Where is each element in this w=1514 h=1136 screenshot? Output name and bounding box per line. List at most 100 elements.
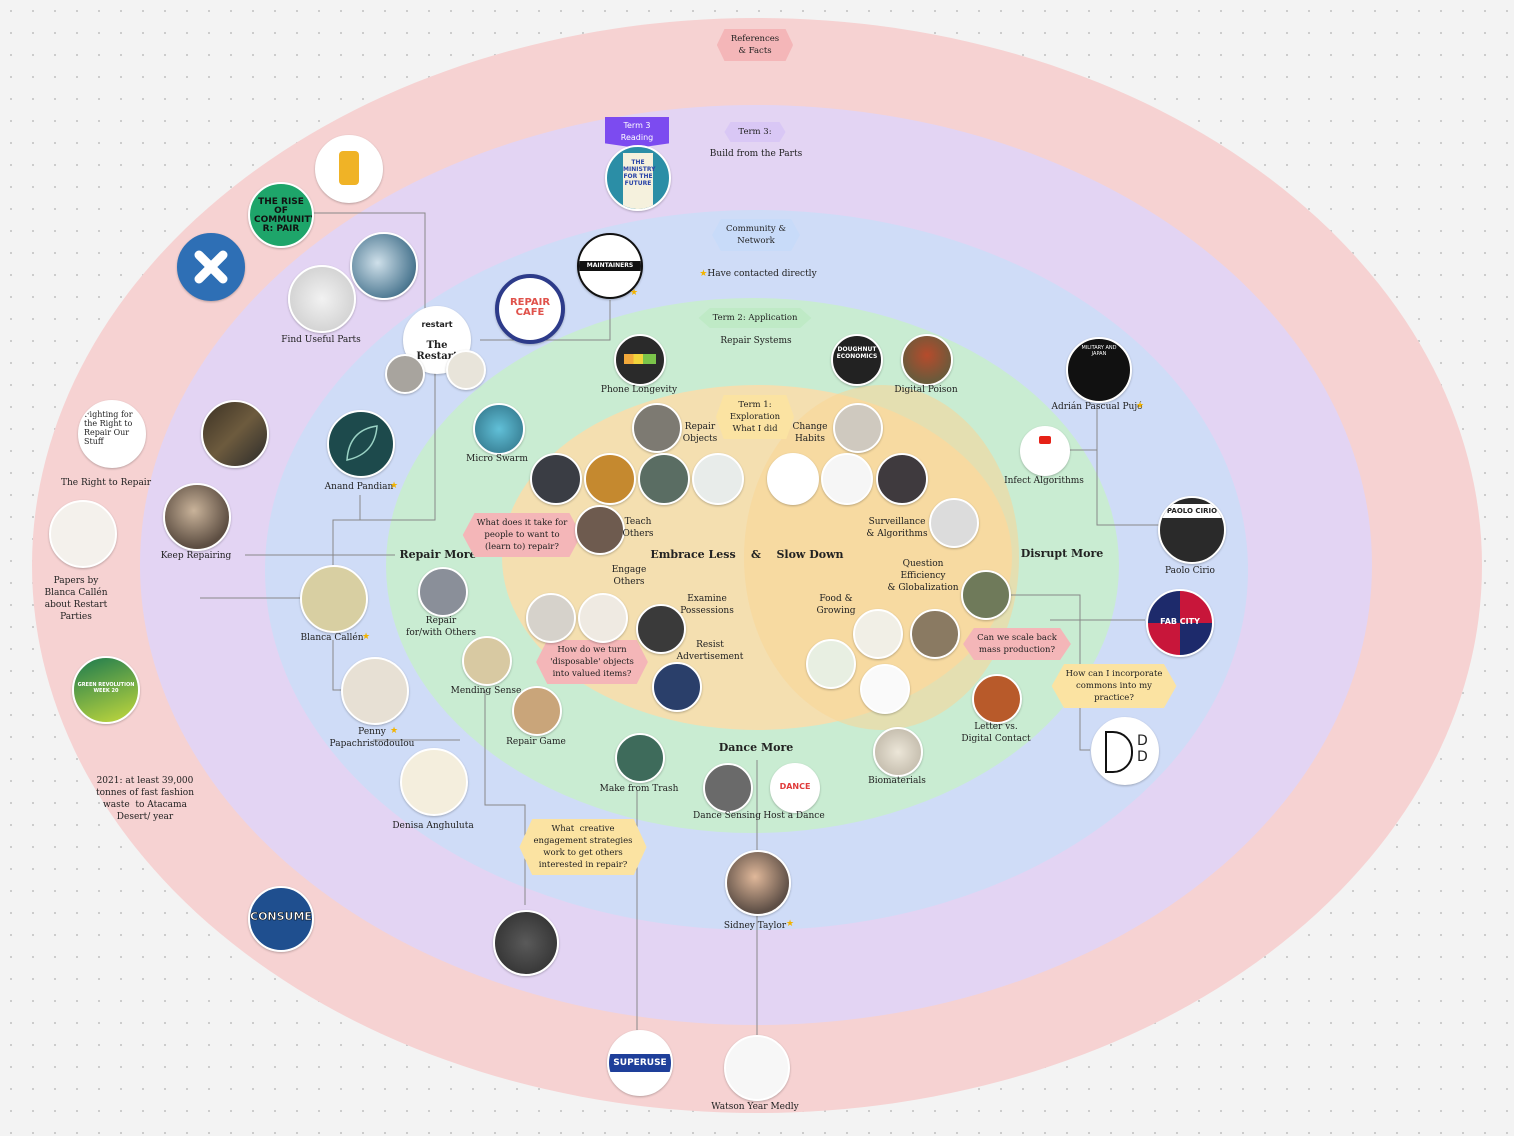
green-rev-text: GREEN REVOLUTION WEEK 20 [77, 682, 135, 694]
label-repair-objects: Repair Objects [682, 422, 718, 444]
term3-reading-badge[interactable]: Term 3 Reading [605, 117, 669, 148]
heading-embrace-less: Embrace Less [650, 548, 736, 561]
mending-sense-photo[interactable] [462, 636, 512, 686]
ministry-book-cover: THE MINISTRY FOR THE FUTURE [623, 153, 656, 209]
sketch-photo[interactable] [578, 593, 628, 643]
heading-dance-more: Dance More [718, 741, 794, 754]
denisa-poster[interactable] [400, 748, 468, 816]
question-disposable-objects: How do we turn 'disposable' objects into… [536, 640, 648, 684]
efficiency-photo[interactable] [961, 570, 1011, 620]
chat-screenshot[interactable] [860, 664, 910, 714]
penny-photo[interactable] [341, 657, 409, 725]
term3-subtitle: Build from the Parts [709, 149, 803, 159]
adrian-screenshot[interactable]: MILITARY AND JAPAN [1066, 337, 1132, 403]
workshop-photo[interactable] [526, 593, 576, 643]
repair-with-others-photo[interactable] [418, 567, 468, 617]
fab-city-text: FAB CITY [1160, 617, 1200, 626]
restart-text: restart [421, 320, 453, 329]
host-a-dance-poster[interactable]: DANCE [770, 763, 820, 813]
references-facts-tag: References & Facts [716, 29, 794, 61]
led-lights-photo[interactable] [493, 910, 559, 976]
anand-pandian-leaf[interactable] [327, 410, 395, 478]
micro-swarm-photo[interactable] [473, 403, 525, 455]
label-dance-sensing: Dance Sensing [693, 811, 761, 821]
doughnut-text: DOUGHNUT ECONOMICS [836, 346, 878, 360]
garden-map[interactable] [806, 639, 856, 689]
scraps-photo[interactable] [636, 604, 686, 654]
label-make-from-trash: Make from Trash [599, 784, 679, 794]
question-learn-to-repair: What does it take for people to want to … [462, 513, 582, 557]
blanca-callen-photo[interactable] [300, 565, 368, 633]
paolo-cirio-photo[interactable]: PAOLO CIRIO [1158, 496, 1226, 564]
restart-photo-a[interactable] [385, 354, 425, 394]
papers-thumbnail[interactable] [49, 500, 117, 568]
green-revolution-week-poster[interactable]: GREEN REVOLUTION WEEK 20 [72, 656, 140, 724]
question-engagement: What creative engagement strategies work… [519, 819, 647, 875]
clothing-photo[interactable] [530, 453, 582, 505]
building-structures-book[interactable] [853, 609, 903, 659]
label-letter-vs-digital: Letter vs. Digital Contact [961, 722, 1031, 744]
label-digital-poison: Digital Poison [894, 385, 958, 395]
d-letter-icon [1105, 731, 1133, 773]
consumed-book[interactable]: CONSUMED [248, 886, 314, 952]
circuit-photo[interactable] [584, 453, 636, 505]
advert-photo[interactable] [652, 662, 702, 712]
contacted-text: Have contacted directly [707, 269, 817, 279]
change-habits-photo[interactable] [833, 403, 883, 453]
term2-subtitle: Repair Systems [720, 336, 792, 346]
letter-photo[interactable] [972, 674, 1022, 724]
rise-of-community-repair-book[interactable]: THE RISE OF COMMUNITY R: PAIR [248, 182, 314, 248]
repair-objects-photo[interactable] [632, 403, 682, 453]
superuse-text: SUPERUSE [609, 1054, 671, 1072]
robot-thumbnail[interactable] [315, 135, 383, 203]
label-right-to-repair: The Right to Repair [61, 478, 151, 488]
ministry-for-the-future-book[interactable]: THE MINISTRY FOR THE FUTURE [605, 145, 671, 211]
biomaterials-photo[interactable] [873, 727, 923, 777]
surveillance-doc[interactable] [929, 498, 979, 548]
woven-textile-photo[interactable] [201, 400, 269, 468]
heading-slow-down: Slow Down [776, 548, 844, 561]
right-to-repair-article[interactable]: Fighting for the Right to Repair Our Stu… [78, 400, 146, 468]
label-paolo-cirio: Paolo Cirio [1165, 566, 1215, 576]
book-title: THE RISE OF COMMUNITY R: PAIR [254, 197, 314, 234]
close-icon[interactable] [177, 233, 245, 301]
habits-doc-b[interactable] [821, 453, 873, 505]
term3-tag: Term 3: [724, 122, 786, 142]
label-penny: Penny Papachristodoulou [329, 727, 415, 749]
sidney-taylor-photo[interactable] [725, 850, 791, 916]
phone-case-photo[interactable] [876, 453, 928, 505]
planter-photo[interactable] [910, 609, 960, 659]
watson-year-medly-doc[interactable] [724, 1035, 790, 1101]
infect-algorithms-screenshot[interactable] [1020, 426, 1070, 476]
label-change-habits: Change Habits [792, 422, 828, 444]
teach-others-photo[interactable] [575, 505, 625, 555]
label-biomaterials: Biomaterials [868, 776, 926, 786]
phone-longevity-chart[interactable] [614, 334, 666, 386]
label-infect-algorithms: Infect Algorithms [1004, 476, 1084, 486]
keep-repairing-photo[interactable] [163, 483, 231, 551]
consumed-text: CONSUMED [250, 910, 314, 924]
robot-icon [339, 151, 359, 185]
superuse-logo[interactable]: SUPERUSE [607, 1030, 673, 1096]
plastic-bag-photo[interactable] [350, 232, 418, 300]
maintainers-logo[interactable]: MAINTAINERS [577, 233, 643, 299]
repair-cafe-logo[interactable]: REPAIR CAFE [495, 274, 565, 344]
label-teach-others: Teach Others [622, 517, 654, 539]
doughnut-economics-book[interactable]: DOUGHNUT ECONOMICS [831, 334, 883, 386]
fab-city-logo[interactable]: FAB CITY [1146, 589, 1214, 657]
restart-photo-b[interactable] [446, 350, 486, 390]
digital-poison-photo[interactable] [901, 334, 953, 386]
useful-parts-photo[interactable] [288, 265, 356, 333]
paolo-cirio-text: PAOLO CIRIO [1160, 504, 1224, 518]
make-from-trash-photo[interactable] [615, 733, 665, 783]
label-find-useful-parts: Find Useful Parts [281, 335, 361, 345]
device-photo[interactable] [692, 453, 744, 505]
question-scale-back: Can we scale back mass production? [963, 628, 1071, 660]
repair-game-photo[interactable] [512, 686, 562, 736]
repair-cafe-text: REPAIR CAFE [509, 297, 551, 318]
fact-atacama: 2021: at least 39,000 tonnes of fast fas… [95, 776, 195, 822]
battery-photo[interactable] [638, 453, 690, 505]
dance-sensing-photo[interactable] [703, 763, 753, 813]
habits-doc-a[interactable] [767, 453, 819, 505]
